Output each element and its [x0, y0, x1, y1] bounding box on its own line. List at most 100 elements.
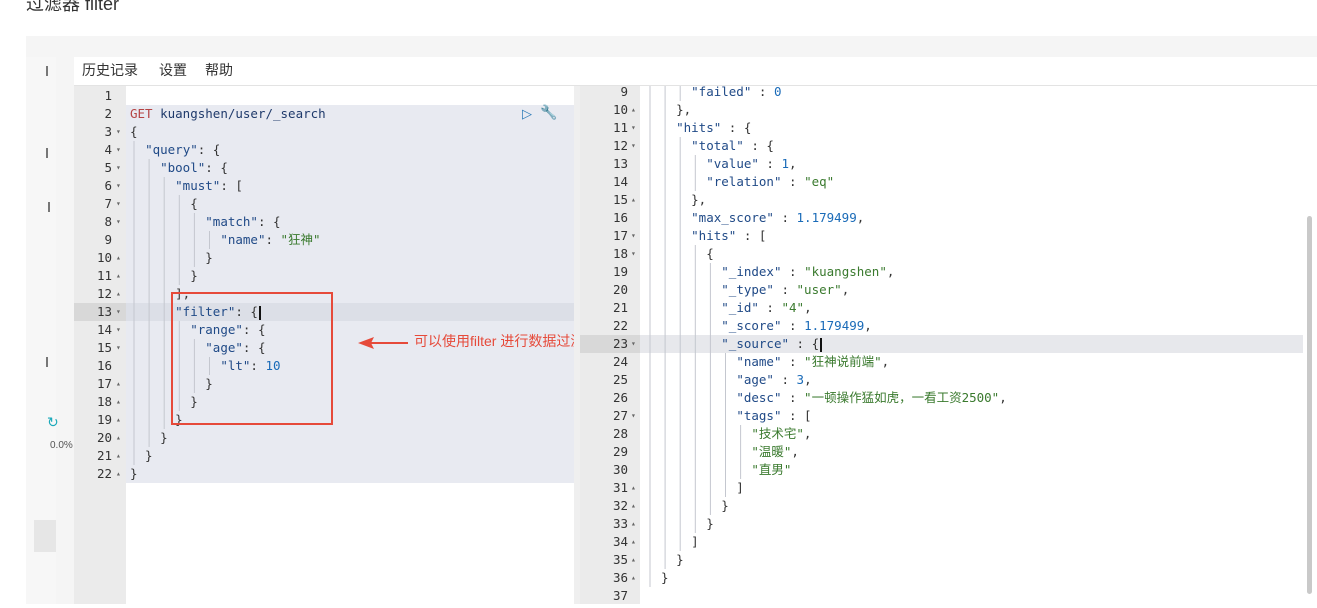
fold-open-icon[interactable]: ▾	[116, 145, 121, 154]
code-token	[646, 372, 736, 387]
code-token: {	[130, 196, 198, 211]
fold-close-icon[interactable]: ▴	[116, 289, 121, 298]
fold-open-icon[interactable]: ▾	[116, 307, 121, 316]
fold-open-icon[interactable]: ▾	[116, 199, 121, 208]
pane-divider[interactable]	[574, 86, 580, 604]
fold-open-icon[interactable]: ▾	[116, 343, 121, 352]
line-number: 10	[96, 250, 112, 265]
code-line: 9 "name": "狂神"	[74, 231, 574, 249]
line-number: 17	[96, 376, 112, 391]
fold-close-icon[interactable]: ▴	[631, 555, 636, 564]
code-token	[646, 354, 736, 369]
fold-close-icon[interactable]: ▴	[631, 195, 636, 204]
code-token: : [	[736, 228, 767, 243]
code-text: {	[130, 123, 138, 141]
code-token: : {	[242, 340, 266, 355]
code-token	[646, 462, 751, 477]
fold-open-icon[interactable]: ▾	[116, 181, 121, 190]
refresh-icon[interactable]: ↻	[47, 415, 59, 431]
code-token	[130, 340, 205, 355]
line-number: 13	[612, 156, 628, 171]
fold-close-icon[interactable]: ▴	[116, 469, 121, 478]
fold-open-icon[interactable]: ▾	[631, 141, 636, 150]
code-token	[646, 336, 721, 351]
menu-item-settings[interactable]: 设置	[159, 62, 187, 78]
code-token	[646, 444, 751, 459]
scrollbar-thumb[interactable]	[1307, 216, 1312, 594]
code-token: "match"	[205, 214, 258, 229]
code-line: 17 ▴ }	[74, 375, 574, 393]
fold-close-icon[interactable]: ▴	[116, 451, 121, 460]
code-text: "age": {	[130, 339, 265, 357]
fold-open-icon[interactable]: ▾	[631, 411, 636, 420]
code-text: }	[130, 465, 138, 483]
fold-open-icon[interactable]: ▾	[116, 163, 121, 172]
line-number: 14	[612, 174, 628, 189]
code-token: :	[758, 156, 782, 171]
fold-close-icon[interactable]: ▴	[631, 105, 636, 114]
code-token: : {	[257, 214, 281, 229]
fold-open-icon[interactable]: ▾	[631, 339, 636, 348]
code-text: "range": {	[130, 321, 265, 339]
code-token: : {	[721, 120, 752, 135]
code-text: "total" : {	[646, 137, 774, 155]
code-line: 20▴ }	[74, 429, 574, 447]
fold-close-icon[interactable]: ▴	[116, 271, 121, 280]
code-text: "age" : 3,	[646, 371, 811, 389]
code-token: }	[130, 376, 213, 391]
fold-close-icon[interactable]: ▴	[631, 573, 636, 582]
line-number: 16	[96, 358, 112, 373]
code-text: }	[130, 249, 213, 267]
send-request-play-icon[interactable]: ▷	[522, 107, 532, 122]
line-number: 11	[612, 120, 628, 135]
code-token	[646, 228, 691, 243]
code-token: kuangshen/user/_search	[160, 106, 326, 121]
fold-open-icon[interactable]: ▾	[631, 231, 636, 240]
fold-close-icon[interactable]: ▴	[116, 433, 121, 442]
fold-open-icon[interactable]: ▾	[631, 249, 636, 258]
menu-item-history[interactable]: 历史记录	[82, 62, 138, 78]
fold-close-icon[interactable]: ▴	[116, 379, 121, 388]
code-token: "_index"	[721, 264, 782, 279]
line-number: 16	[612, 210, 628, 225]
line-number: 22	[96, 466, 112, 481]
code-line: 5▾ "bool": {	[74, 159, 574, 177]
fold-open-icon[interactable]: ▾	[631, 123, 636, 132]
menu-item-help[interactable]: 帮助	[205, 62, 233, 78]
code-token: "query"	[145, 142, 198, 157]
code-line: 4▾ "query": {	[74, 141, 574, 159]
code-line: 19 "_index" : "kuangshen",	[580, 263, 1317, 281]
line-number: 22	[612, 318, 628, 333]
code-token: }	[646, 570, 669, 585]
response-active-line-number	[580, 335, 640, 353]
code-token: "age"	[736, 372, 774, 387]
line-number: 20	[612, 282, 628, 297]
code-text: {	[646, 245, 714, 263]
sidebar-mark	[48, 202, 50, 212]
fold-open-icon[interactable]: ▾	[116, 325, 121, 334]
fold-close-icon[interactable]: ▴	[631, 537, 636, 546]
code-token: : {	[789, 336, 820, 351]
code-token: }	[130, 430, 168, 445]
code-token: "failed"	[691, 86, 752, 99]
fold-close-icon[interactable]: ▴	[116, 397, 121, 406]
fold-close-icon[interactable]: ▴	[631, 519, 636, 528]
line-number: 4	[104, 142, 112, 157]
code-text: "_id" : "4",	[646, 299, 811, 317]
code-text: GET kuangshen/user/_search	[130, 105, 326, 123]
code-token	[646, 426, 751, 441]
fold-close-icon[interactable]: ▴	[116, 253, 121, 262]
fold-close-icon[interactable]: ▴	[631, 483, 636, 492]
fold-close-icon[interactable]: ▴	[116, 415, 121, 424]
code-token: "温暖"	[751, 444, 792, 459]
code-token: :	[751, 86, 774, 99]
fold-close-icon[interactable]: ▴	[631, 501, 636, 510]
fold-open-icon[interactable]: ▾	[116, 217, 121, 226]
fold-open-icon[interactable]: ▾	[116, 127, 121, 136]
wrench-icon[interactable]: 🔧	[540, 105, 558, 121]
code-text: "relation" : "eq"	[646, 173, 834, 191]
code-text: }	[130, 267, 198, 285]
code-line: 9 "failed" : 0	[580, 86, 1317, 101]
